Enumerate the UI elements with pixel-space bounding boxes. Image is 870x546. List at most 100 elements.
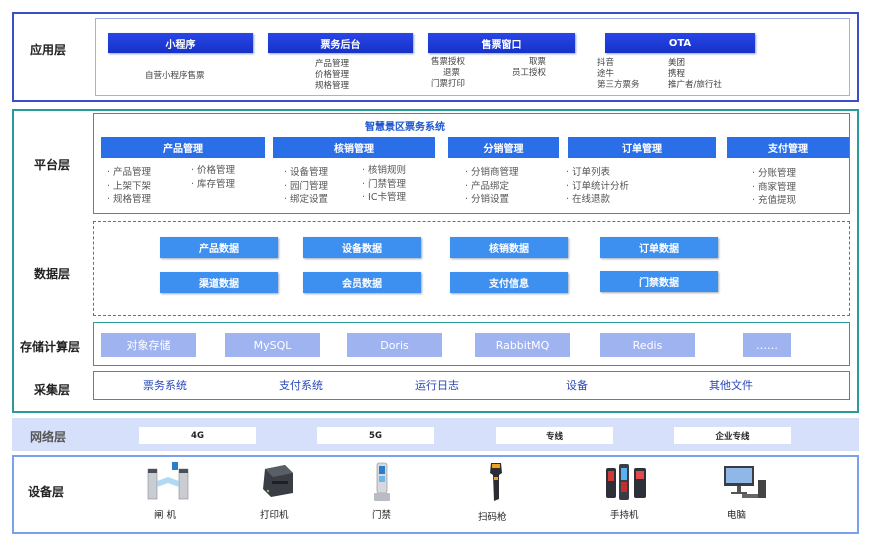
list-item: 规格管理 [315, 81, 350, 91]
printer-icon [263, 465, 293, 497]
computer-icon [724, 466, 766, 498]
data-item-channel: 渠道数据 [160, 272, 278, 293]
list-item: 途牛 [597, 69, 615, 79]
platform-module-order-col1: 订单列表 订单统计分析 在线退款 [566, 166, 629, 207]
app-ticket-backend-header: 票务后台 [268, 33, 413, 53]
application-layer-inner [95, 18, 850, 96]
data-item-device: 设备数据 [303, 237, 421, 258]
collection-item-other: 其他文件 [709, 379, 753, 392]
platform-module-payment-header: 支付管理 [727, 137, 849, 158]
platform-module-distribution-header: 分销管理 [448, 137, 559, 158]
list-item: 取票 [529, 57, 547, 67]
list-item: IC卡管理 [362, 191, 406, 205]
list-item: 抖音 [597, 58, 615, 68]
data-item-payment: 支付信息 [450, 272, 568, 293]
platform-module-verify-col1: 设备管理 园门管理 绑定设置 [284, 166, 328, 207]
list-item: 价格管理 [191, 164, 235, 178]
data-item-verify: 核销数据 [450, 237, 568, 258]
list-item: 分销商管理 [465, 166, 519, 180]
device-label-turnstile: 闸 机 [154, 510, 177, 521]
layer-label-application: 应用层 [30, 43, 67, 57]
network-item-4g: 4G [139, 427, 256, 444]
handheld-terminal-icon [606, 464, 646, 500]
device-label-handheld: 手持机 [610, 510, 639, 521]
storage-item-redis: Redis [600, 333, 695, 357]
list-item: 门票打印 [431, 79, 466, 89]
storage-item-rabbitmq: RabbitMQ [475, 333, 570, 357]
platform-module-verify-col2: 核销规则 门禁管理 IC卡管理 [362, 164, 406, 205]
app-ota-col1: 抖音 途牛 第三方票务 [597, 58, 640, 91]
list-item: 绑定设置 [284, 193, 328, 207]
app-ota-header: OTA [605, 33, 755, 53]
layer-label-collection: 采集层 [34, 383, 71, 397]
device-layer-frame [12, 455, 859, 534]
list-item: 分账管理 [752, 167, 796, 181]
device-label-computer: 电脑 [727, 510, 747, 521]
list-item: 售票授权 [431, 57, 466, 67]
data-item-member: 会员数据 [303, 272, 421, 293]
list-item: 推广者/旅行社 [668, 80, 722, 90]
list-item: 员工授权 [512, 68, 547, 78]
application-layer-frame [12, 12, 859, 102]
storage-item-more: …… [743, 333, 791, 357]
layer-label-data: 数据层 [34, 267, 71, 281]
list-item: 第三方票务 [597, 80, 640, 90]
list-item: 园门管理 [284, 180, 328, 194]
list-item: 门禁管理 [362, 178, 406, 192]
list-item: 退票 [443, 68, 461, 78]
list-item: 产品管理 [107, 166, 151, 180]
platform-module-order-header: 订单管理 [568, 137, 716, 158]
list-item: 充值提现 [752, 194, 796, 208]
layer-label-storage: 存储计算层 [20, 340, 81, 354]
network-item-dedicated: 专线 [496, 427, 613, 444]
storage-item-doris: Doris [347, 333, 442, 357]
list-item: 美团 [668, 58, 686, 68]
app-mini-program-item: 自营小程序售票 [145, 71, 205, 81]
app-ticket-window-col2: 取票 员工授权 [512, 57, 546, 79]
list-item: 设备管理 [284, 166, 328, 180]
data-layer-box [93, 221, 850, 316]
collection-item-device: 设备 [566, 379, 588, 392]
turnstile-icon [147, 462, 189, 500]
list-item: 产品绑定 [465, 180, 519, 194]
list-item: 规格管理 [107, 193, 151, 207]
layer-label-network: 网络层 [30, 430, 67, 444]
collection-item-payment: 支付系统 [279, 379, 323, 392]
device-label-access: 门禁 [372, 510, 392, 521]
layer-label-platform: 平台层 [34, 158, 71, 172]
platform-system-box [93, 113, 850, 214]
app-ticket-backend-list: 产品管理 价格管理 规格管理 [315, 59, 349, 92]
network-item-enterprise: 企业专线 [674, 427, 791, 444]
list-item: 商家管理 [752, 181, 796, 195]
list-item: 分销设置 [465, 193, 519, 207]
platform-module-payment-col1: 分账管理 商家管理 充值提现 [752, 167, 796, 208]
list-item: 库存管理 [191, 178, 235, 192]
list-item: 在线退款 [566, 193, 629, 207]
data-item-order: 订单数据 [600, 237, 718, 258]
platform-frame [12, 109, 859, 413]
platform-module-product-col1: 产品管理 上架下架 规格管理 [107, 166, 151, 207]
list-item: 上架下架 [107, 180, 151, 194]
storage-item-object: 对象存储 [101, 333, 196, 357]
list-item: 订单列表 [566, 166, 629, 180]
app-ota-col2: 美团 携程 推广者/旅行社 [668, 58, 722, 91]
app-mini-program-header: 小程序 [108, 33, 253, 53]
layer-label-device: 设备层 [28, 485, 65, 499]
list-item: 价格管理 [315, 70, 350, 80]
list-item: 核销规则 [362, 164, 406, 178]
collection-item-log: 运行日志 [415, 379, 459, 392]
platform-module-product-header: 产品管理 [101, 137, 265, 158]
device-label-scanner: 扫码枪 [478, 512, 507, 523]
storage-item-mysql: MySQL [225, 333, 320, 357]
list-item: 携程 [668, 69, 686, 79]
data-item-product: 产品数据 [160, 237, 278, 258]
app-ticket-window-col1: 售票授权 退票 门票打印 [431, 57, 465, 90]
platform-module-product-col2: 价格管理 库存管理 [191, 164, 235, 191]
data-item-access: 门禁数据 [600, 271, 718, 292]
list-item: 产品管理 [315, 59, 350, 69]
collection-layer-box [93, 371, 850, 400]
platform-module-distribution-col1: 分销商管理 产品绑定 分销设置 [465, 166, 519, 207]
barcode-scanner-icon [490, 463, 502, 501]
collection-item-ticket: 票务系统 [143, 379, 187, 392]
list-item: 订单统计分析 [566, 180, 629, 194]
